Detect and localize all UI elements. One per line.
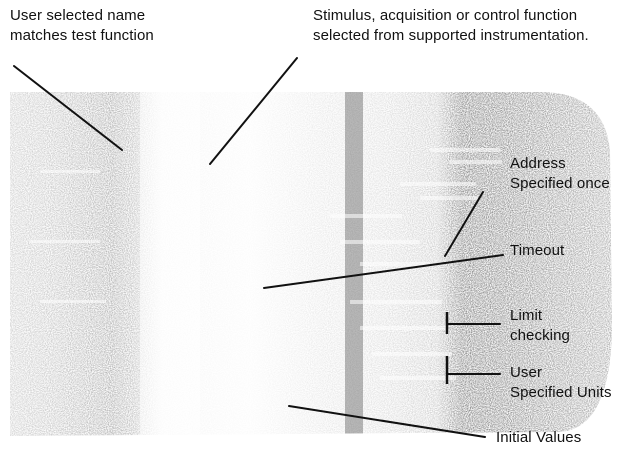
label-address-line1: Address (510, 154, 610, 174)
leader-function (210, 58, 297, 164)
label-test-name-line1: User selected name (10, 6, 154, 26)
label-function-line1: Stimulus, acquisition or control functio… (313, 6, 589, 26)
label-timeout: Timeout (510, 241, 564, 261)
label-function: Stimulus, acquisition or control functio… (313, 6, 589, 46)
leader-test-name (14, 66, 122, 150)
label-timeout-line1: Timeout (510, 241, 564, 261)
leader-address (445, 192, 483, 256)
label-limit: Limit checking (510, 306, 570, 346)
label-address: Address Specified once (510, 154, 610, 194)
label-units: User Specified Units (510, 363, 612, 403)
label-function-line2: selected from supported instrumentation. (313, 26, 589, 46)
label-test-name-line2: matches test function (10, 26, 154, 46)
label-limit-line2: checking (510, 326, 570, 346)
label-units-line2: Specified Units (510, 383, 612, 403)
label-units-line1: User (510, 363, 612, 383)
label-limit-line1: Limit (510, 306, 570, 326)
label-initial-line1: Initial Values (496, 428, 581, 448)
label-initial: Initial Values (496, 428, 581, 448)
leader-initial (289, 406, 485, 437)
label-test-name: User selected name matches test function (10, 6, 154, 46)
leader-timeout (264, 255, 503, 288)
label-address-line2: Specified once (510, 174, 610, 194)
